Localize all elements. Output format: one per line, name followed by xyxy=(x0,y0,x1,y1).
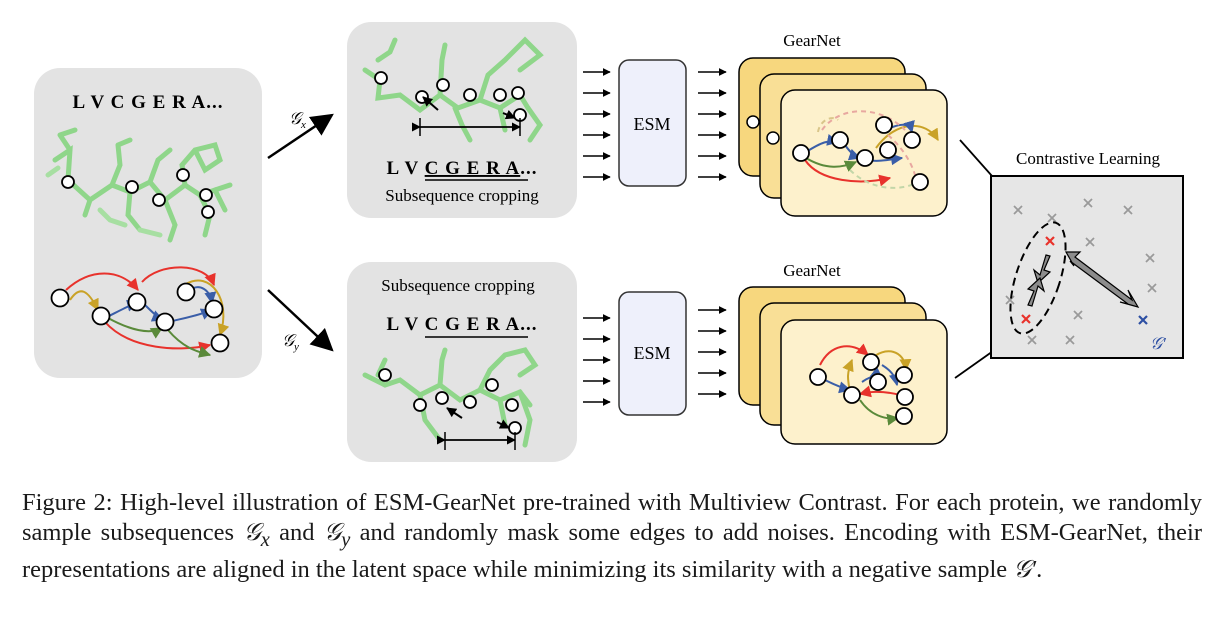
caption-text-2: and xyxy=(269,519,324,546)
positive-sample-a xyxy=(1045,236,1055,246)
arrows-from-esm-bottom xyxy=(698,306,727,398)
view-x-sub: x xyxy=(300,119,306,131)
esm-block-top: ESM xyxy=(618,59,687,187)
caption-text-1: Figure 2: High-level illustration of ESM… xyxy=(22,489,1202,546)
esm-label-bottom: ESM xyxy=(633,343,670,363)
view-arrow-x: 𝒢 x xyxy=(267,109,334,160)
gearnet-top: GearNet xyxy=(738,31,948,217)
pull-arrows xyxy=(1026,254,1052,307)
arrows-to-esm-top xyxy=(583,68,611,181)
caption-text-4: . xyxy=(1036,555,1043,583)
protein-sequence: L V C G E R A... xyxy=(73,92,224,113)
crop-panel-top: L V C G E R A... Subsequence cropping xyxy=(347,22,577,218)
gearnet-label-bottom: GearNet xyxy=(783,261,841,280)
view-x-label: 𝒢 xyxy=(289,109,304,128)
crop-label-bottom: Subsequence cropping xyxy=(381,276,535,295)
arrows-to-esm-bottom xyxy=(583,314,611,406)
crop-sequence-top: L V C G E R A... xyxy=(387,158,538,179)
crop-sequence-bottom: L V C G E R A... xyxy=(387,314,538,335)
positive-sample-b xyxy=(1021,314,1031,324)
view-y-sub: y xyxy=(293,341,299,353)
view-y-label: 𝒢 xyxy=(282,331,297,350)
gearnet-label-top: GearNet xyxy=(783,31,841,50)
caption-text-3: and randomly mask some edges to add nois… xyxy=(22,519,1203,583)
esm-label-top: ESM xyxy=(633,114,670,134)
view-arrow-y: 𝒢 y xyxy=(267,289,334,353)
figure-diagram: L V C G E R A... xyxy=(34,22,1184,462)
esm-block-bottom: ESM xyxy=(618,291,687,416)
caption-gneg: 𝒢′ xyxy=(1013,555,1037,583)
arrows-from-esm-top xyxy=(698,68,727,181)
negative-sample xyxy=(1138,315,1148,325)
push-arrow xyxy=(1064,251,1140,308)
caption-gy: 𝒢 xyxy=(323,519,342,546)
contrastive-panel: Contrastive Learning 𝒢′ xyxy=(990,149,1184,359)
crop-label-top: Subsequence cropping xyxy=(385,186,539,205)
negative-label: 𝒢′ xyxy=(1150,334,1166,353)
protein-panel: L V C G E R A... xyxy=(34,68,262,378)
figure-caption: Figure 2: High-level illustration of ESM… xyxy=(22,488,1202,585)
caption-gy-sub: y xyxy=(341,528,351,551)
caption-gx: 𝒢 xyxy=(243,519,261,546)
gearnet-bottom: GearNet xyxy=(738,261,948,445)
caption-gx-sub: x xyxy=(260,528,270,551)
crop-panel-bottom: Subsequence cropping L V C G E R A... xyxy=(347,262,577,462)
contrastive-title: Contrastive Learning xyxy=(1016,149,1160,168)
